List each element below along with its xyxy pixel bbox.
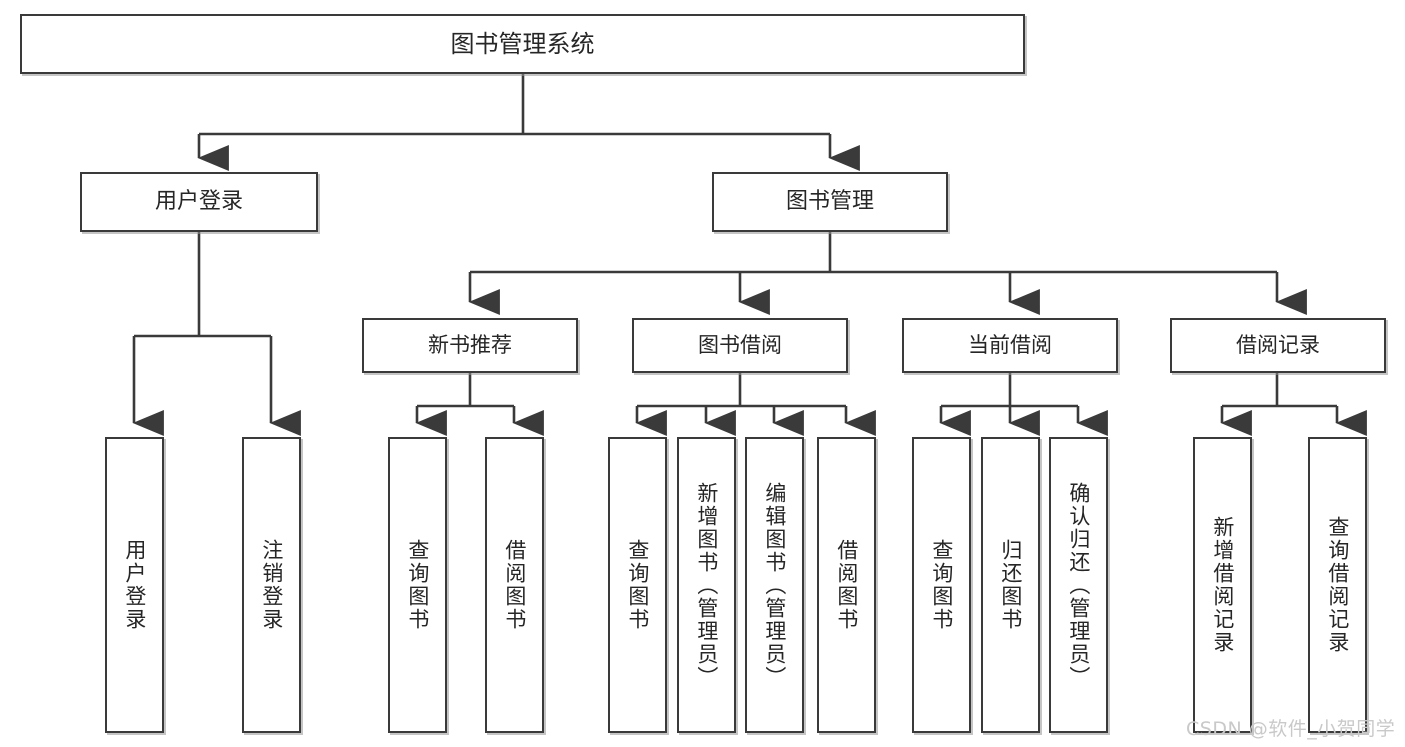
leaf-edit-book[interactable]: 编辑图书（管理员） [745, 437, 804, 733]
leaf-confirm-return[interactable]: 确认归还（管理员） [1049, 437, 1108, 733]
node-user-login[interactable]: 用户登录 [80, 172, 318, 232]
leaf-borrow-book-borrow[interactable]: 借阅图书 [817, 437, 876, 733]
node-root-system[interactable]: 图书管理系统 [20, 14, 1025, 74]
node-label: 查询图书 [625, 539, 650, 631]
node-label: 注销登录 [259, 539, 284, 631]
node-new-book-recommend[interactable]: 新书推荐 [362, 318, 578, 373]
node-label: 当前借阅 [968, 333, 1052, 358]
leaf-query-book-current[interactable]: 查询图书 [912, 437, 971, 733]
node-label: 图书管理系统 [450, 29, 595, 58]
node-label: 借阅图书 [502, 539, 527, 631]
node-book-management[interactable]: 图书管理 [712, 172, 948, 232]
leaf-add-book[interactable]: 新增图书（管理员） [677, 437, 736, 733]
node-label: 图书管理 [785, 189, 874, 215]
node-label: 新增图书（管理员） [694, 481, 719, 689]
node-label: 借阅图书 [834, 539, 859, 631]
leaf-query-book-new[interactable]: 查询图书 [388, 437, 447, 733]
node-label: 编辑图书（管理员） [762, 481, 787, 689]
node-label: 用户登录 [122, 539, 147, 631]
leaf-add-borrow-record[interactable]: 新增借阅记录 [1193, 437, 1252, 733]
node-label: 新增借阅记录 [1210, 516, 1235, 654]
leaf-user-login[interactable]: 用户登录 [105, 437, 164, 733]
node-borrow-record[interactable]: 借阅记录 [1170, 318, 1386, 373]
node-label: 查询图书 [405, 539, 430, 631]
leaf-borrow-book-new[interactable]: 借阅图书 [485, 437, 544, 733]
node-label: 确认归还（管理员） [1066, 481, 1091, 689]
node-label: 查询图书 [929, 539, 954, 631]
node-label: 查询借阅记录 [1325, 516, 1350, 654]
leaf-query-borrow-record[interactable]: 查询借阅记录 [1308, 437, 1367, 733]
leaf-logout-login[interactable]: 注销登录 [242, 437, 301, 733]
node-label: 用户登录 [154, 189, 243, 215]
node-label: 图书借阅 [698, 333, 782, 358]
node-label: 新书推荐 [428, 333, 512, 358]
node-label: 归还图书 [998, 539, 1023, 631]
node-current-borrow[interactable]: 当前借阅 [902, 318, 1118, 373]
leaf-query-book-borrow[interactable]: 查询图书 [608, 437, 667, 733]
watermark-csdn: CSDN @软件_小贺同学 [1186, 718, 1396, 740]
node-label: 借阅记录 [1236, 333, 1320, 358]
node-book-borrow[interactable]: 图书借阅 [632, 318, 848, 373]
leaf-return-book[interactable]: 归还图书 [981, 437, 1040, 733]
